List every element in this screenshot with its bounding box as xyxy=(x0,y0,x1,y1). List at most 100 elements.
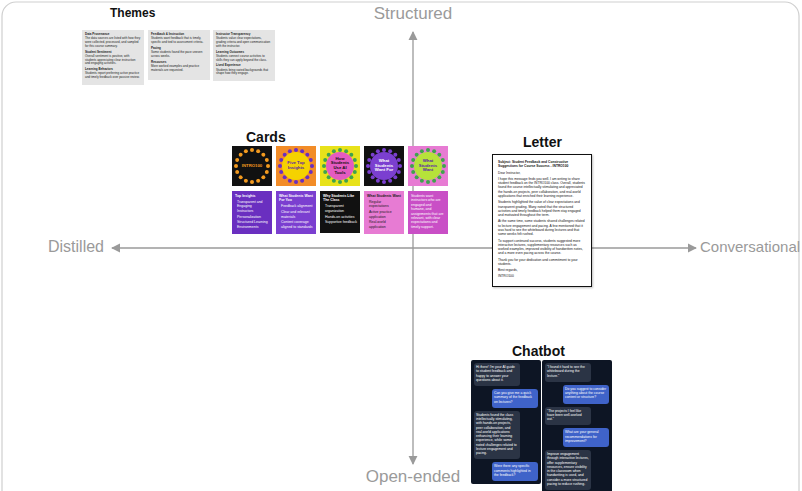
section-heading: Cards xyxy=(246,129,286,145)
pattern-dot xyxy=(250,180,254,184)
card-point: Hands-on activities xyxy=(323,215,357,219)
pattern-dot xyxy=(437,175,441,179)
theme-body: More worked examples and practice materi… xyxy=(151,65,207,73)
card-point: Content coverage aligned to standards xyxy=(279,220,313,229)
bot-message: Hi there! I'm your AI guide to student f… xyxy=(474,363,520,386)
theme-heading: Instructor Transparency xyxy=(216,33,272,37)
card-cover: What Students Want For xyxy=(364,146,404,186)
user-message: What are your general recommendations fo… xyxy=(563,428,609,447)
card-text: Top InsightsTransparent and Engaging Ins… xyxy=(232,191,272,234)
axis-label: Open-ended xyxy=(366,467,461,487)
section-heading: Letter xyxy=(523,134,562,150)
section-heading: Chatbot xyxy=(512,343,565,359)
pattern-dot xyxy=(442,164,446,168)
chat-panel: Hi there! I'm your AI guide to student f… xyxy=(471,360,541,484)
user-message: Can you give me a quick summary of the f… xyxy=(492,389,538,408)
letter-paragraph: Dear Instructor, xyxy=(498,171,586,175)
card-title: What Students Want xyxy=(414,152,442,180)
card-cover: What Students Want xyxy=(408,146,448,186)
theme-body: Some students found the pace uneven acro… xyxy=(151,51,207,59)
card-heading: Why Students Like The Class xyxy=(323,194,357,203)
letter-paragraph: Students highlighted the value of clear … xyxy=(498,200,586,217)
card-point: Active practice application xyxy=(367,210,401,219)
pattern-dot xyxy=(294,180,298,184)
message-text: Can you give me a quick summary of the f… xyxy=(494,391,536,404)
pattern-dot xyxy=(441,170,445,174)
user-message: Were there any specific comments highlig… xyxy=(492,462,538,481)
card-heading: Students want instructors who are engage… xyxy=(411,194,445,229)
theme-heading: Pacing xyxy=(151,47,207,51)
theme-heading: Resources xyxy=(151,61,207,65)
pattern-dot xyxy=(300,179,304,183)
card-point: Real-world application xyxy=(367,220,401,229)
axis-label: Distilled xyxy=(48,238,104,256)
theme-body: Students want feedback that is timely, s… xyxy=(151,37,207,45)
pattern-dot xyxy=(309,170,313,174)
card-text: Why Students Like The ClassTransparent o… xyxy=(320,191,360,233)
letter-paragraph: Subject: Student Feedback and Constructi… xyxy=(498,160,586,169)
card-heading: What Students Want xyxy=(367,194,401,198)
theme-heading: Student Sentiment xyxy=(85,51,141,55)
letter-paragraph: Best regards, xyxy=(498,268,586,272)
pattern-dot xyxy=(426,180,430,184)
pattern-dot xyxy=(397,170,401,174)
pattern-dot xyxy=(349,175,353,179)
card-point: Clear and relevant materials xyxy=(279,210,313,219)
card-title: What Students Want For xyxy=(370,152,398,180)
letter-paragraph: INTRO100 xyxy=(498,274,586,278)
pattern-dot xyxy=(388,179,392,183)
theme-heading: Feedback & Instruction xyxy=(151,33,207,37)
card-cover: Five Top Insights xyxy=(276,146,316,186)
card-point: Transparent organization xyxy=(323,204,357,213)
axis-label: Conversational xyxy=(700,238,800,255)
theme-summary: Instructor TransparencyStudents value cl… xyxy=(213,30,275,81)
card-title: Five Top Insights xyxy=(282,152,310,180)
card-text: Students want instructors who are engage… xyxy=(408,191,448,234)
bot-message: "The projects I feel like have been well… xyxy=(545,407,591,426)
theme-body: Students connect course activities to sk… xyxy=(216,55,272,63)
pattern-dot xyxy=(353,170,357,174)
card-point: Personalization xyxy=(235,215,269,219)
theme-body: Overall sentiment is positive, with stud… xyxy=(85,55,141,66)
card-cover: How Students Use AI Tools xyxy=(320,146,360,186)
theme-summary: Feedback & InstructionStudents want feed… xyxy=(148,30,210,80)
theme-heading: Lived Experience xyxy=(216,64,272,68)
pattern-dot xyxy=(338,180,342,184)
letter-paragraph: Thank you for your dedication and commit… xyxy=(498,258,586,267)
message-text: Students found the class intellectually … xyxy=(476,413,518,456)
message-text: Hi there! I'm your AI guide to student f… xyxy=(476,365,518,382)
pattern-dot xyxy=(393,175,397,179)
bot-message: Improve engagement through interactive l… xyxy=(545,450,591,490)
card-title: How Students Use AI Tools xyxy=(326,152,354,180)
card-heading: What Students Want For You xyxy=(279,194,313,203)
section-heading: Themes xyxy=(110,6,155,20)
theme-body: Students value clear expectations, gradi… xyxy=(216,37,272,48)
message-text: "I found it hard to see the whiteboard d… xyxy=(547,365,589,378)
theme-summary: Data ProvenanceThe data sources are list… xyxy=(82,30,144,85)
message-text: Improve engagement through interactive l… xyxy=(547,452,589,486)
card-cover: INTRO100 xyxy=(232,146,272,186)
chat-panel: "I found it hard to see the whiteboard d… xyxy=(542,360,612,491)
theme-body: The data sources are listed with how the… xyxy=(85,37,141,48)
theme-heading: Learning Outcomes xyxy=(216,51,272,55)
card-heading: Top Insights xyxy=(235,194,269,198)
pattern-dot xyxy=(354,164,358,168)
theme-body: Students report preferring active practi… xyxy=(85,72,141,80)
message-text: Do you suggest to consider anything abou… xyxy=(565,387,607,400)
message-text: What are your general recommendations fo… xyxy=(565,430,607,443)
card-point: Transparent and Engaging Instructors xyxy=(235,200,269,213)
card-point: Regular expectations xyxy=(367,200,401,209)
horizontal-axis xyxy=(112,247,696,248)
card-text: What Students Want For YouFeedback align… xyxy=(276,191,316,234)
card-point: Supportive feedback xyxy=(323,220,357,224)
pattern-dot xyxy=(261,175,265,179)
letter-page: Subject: Student Feedback and Constructi… xyxy=(492,154,592,287)
pattern-dot xyxy=(305,175,309,179)
pattern-dot xyxy=(256,179,260,183)
message-text: Were there any specific comments highlig… xyxy=(494,464,536,477)
letter-paragraph: To support continued success, students s… xyxy=(498,239,586,256)
theme-body: Students bring varied backgrounds that s… xyxy=(216,69,272,77)
card-point: Feedback alignment xyxy=(279,204,313,208)
